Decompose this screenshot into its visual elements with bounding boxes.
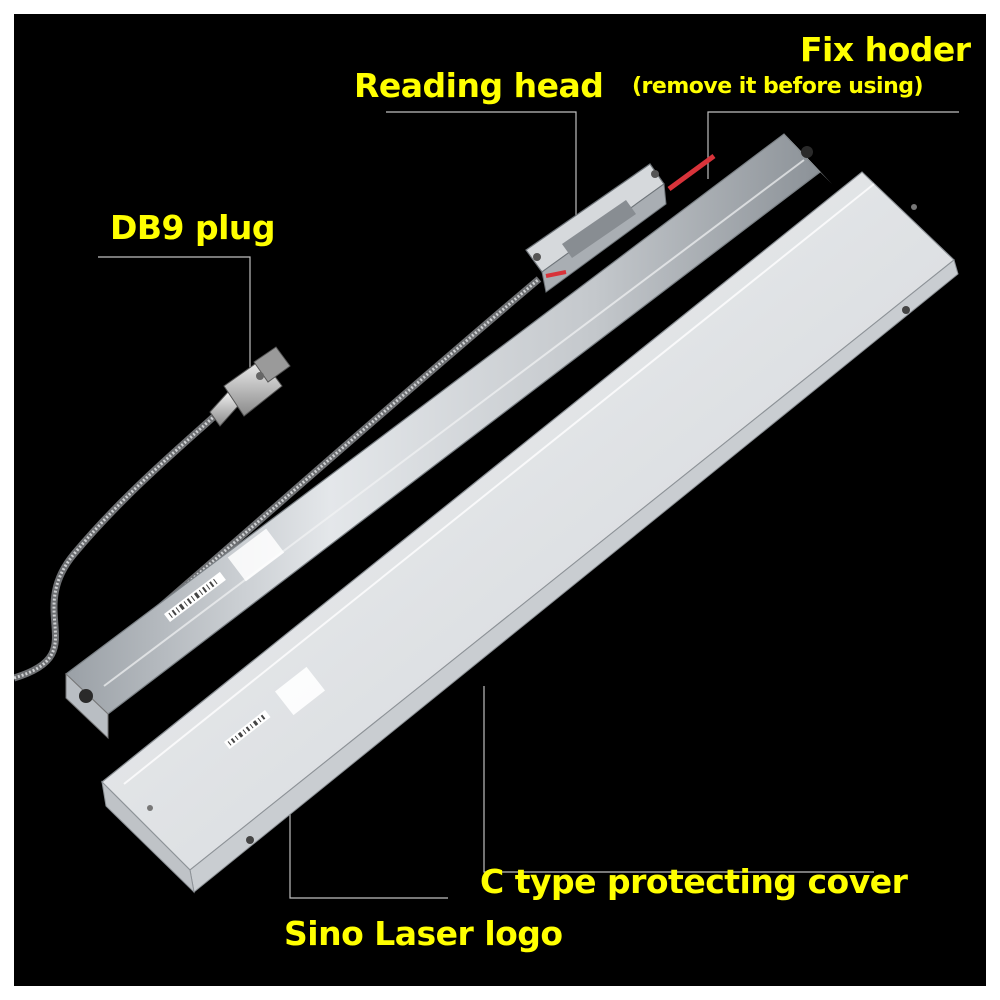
cover-barcode-sticker <box>224 709 271 750</box>
linear-scale-illustration <box>14 111 959 899</box>
db9-plug <box>209 346 291 427</box>
product-photo: Fix hoder (remove it before using) Readi… <box>14 14 986 986</box>
fix-holder-note-label: (remove it before using) <box>632 74 924 99</box>
reading-head <box>525 153 716 293</box>
reading-head-label: Reading head <box>354 66 604 105</box>
c-type-protecting-cover <box>101 171 959 894</box>
fix-holder-red-tab <box>667 153 716 192</box>
blurred-logo <box>227 528 285 582</box>
db9-plug-callout-line <box>98 256 251 369</box>
mount-hole-icon <box>801 146 813 158</box>
fix-holder-callout-line <box>707 111 959 179</box>
c-type-cover-label: C type protecting cover <box>480 862 908 901</box>
sino-laser-logo-label: Sino Laser logo <box>284 914 563 953</box>
mount-hole-icon <box>79 689 93 703</box>
fix-holder-label: Fix hoder <box>800 30 971 69</box>
reading-head-callout-line <box>386 111 577 229</box>
barcode-sticker <box>164 571 226 622</box>
cover-callout-line <box>483 686 874 873</box>
linear-scale-bar <box>65 133 832 740</box>
db9-plug-label: DB9 plug <box>110 208 276 247</box>
sino-laser-logo-area <box>275 666 325 716</box>
